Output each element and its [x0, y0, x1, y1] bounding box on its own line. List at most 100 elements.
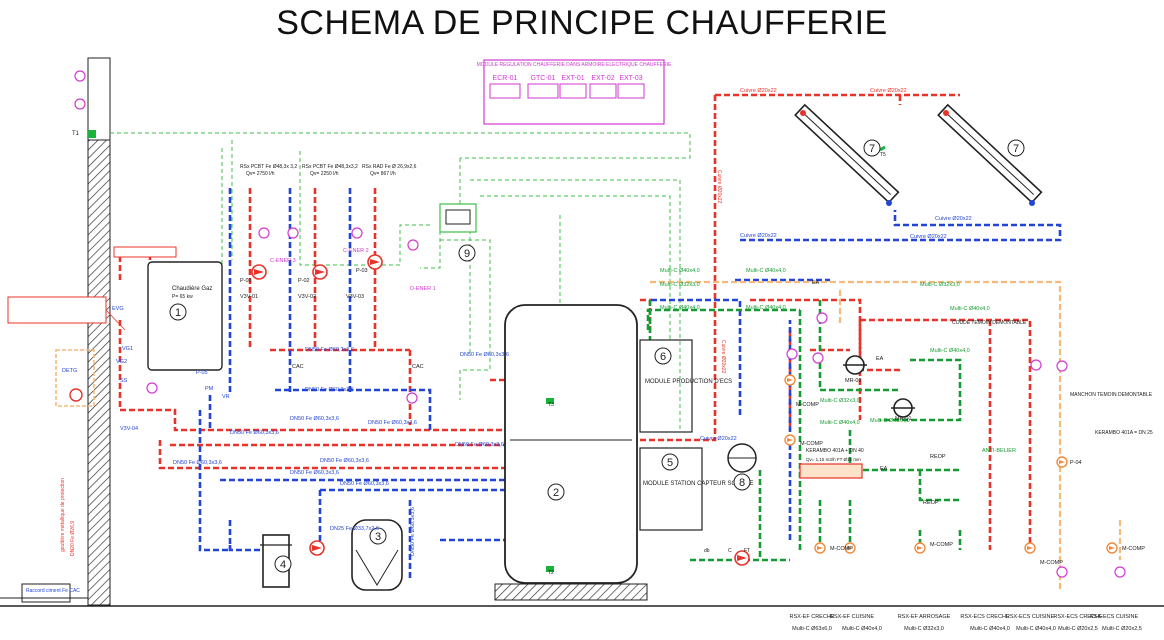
label-reop: REOP	[930, 454, 946, 460]
label-vg2: VG2	[116, 359, 127, 365]
label-vg1: VG1	[122, 346, 133, 352]
label-dn50_a: DN50 Fe Ø60,3x3,6	[305, 347, 354, 353]
label-out5a: RSX-ECS CUISINE	[1006, 614, 1055, 620]
cold-water-pipes	[646, 300, 962, 562]
label-gaine: gouttière métallique de protection	[60, 478, 66, 552]
label-kerambo2: KERAMBO 401A = DN 25	[1095, 430, 1153, 436]
label-kerambo_sub: Qv= 1,15 m3/h FT Ø15 mm	[806, 457, 861, 462]
label-rsx3: RSx RAD Fe Ø 26,9x2,6	[362, 164, 417, 170]
storage-tank	[494, 304, 648, 601]
ecs-production-module: MODULE PRODUCTION D'ECS	[639, 339, 732, 433]
detg-box	[55, 349, 95, 407]
label-out7a: RSX-ECS CUISINE	[1090, 614, 1139, 620]
sensors	[74, 70, 1126, 578]
label-v3v02: V3V-02	[298, 294, 316, 300]
marker-number: 6	[660, 351, 666, 363]
ecs-module-label: MODULE PRODUCTION D'ECS	[645, 379, 732, 385]
label-antibelier: ANTI-BELIER	[982, 448, 1016, 454]
label-multic4: Multi-C Ø40x4,0	[746, 305, 786, 311]
pump	[367, 254, 383, 270]
label-multic8: Multi-C Ø40x4,0	[950, 306, 990, 312]
label-db: db	[704, 548, 710, 554]
temperature-sensor	[1114, 566, 1126, 578]
label-rsx2: RSx PCBT Fe Ø48,3x3,2	[302, 164, 358, 170]
label-cuivre3: Cuivre Ø20x22	[935, 216, 972, 222]
label-t3: T3	[548, 402, 554, 408]
solar-station-module: MODULE STATION CAPTEUR SOLAIRE	[639, 447, 753, 531]
regulation-label: MODULE REGULATION CHAUFFERIE DANS ARMOIR…	[477, 62, 672, 68]
label-cuivre_v1: Cuivre Ø20x22	[716, 170, 722, 204]
equipment-marker-7: 7	[863, 139, 881, 157]
label-cuivre1: Cuivre Ø20x22	[740, 88, 777, 94]
label-v3v01: V3V-01	[240, 294, 258, 300]
regulation-module-ext-02: EXT-02	[589, 75, 617, 99]
mixing-valve	[891, 398, 915, 418]
pump	[914, 542, 926, 554]
label-multic5: Multi-C Ø40x4,0	[660, 305, 700, 311]
marker-number: 8	[739, 477, 745, 489]
temperature-sensor	[146, 382, 158, 394]
label-out3a: RSX-EF ARROSAGE	[898, 614, 951, 620]
pump	[814, 542, 826, 554]
label-cuivre2: Cuivre Ø20x22	[870, 88, 907, 94]
building-structure	[0, 57, 1164, 607]
label-mcomp: M-COMP	[800, 441, 823, 447]
label-multic6: Multi-C Ø32x3,0	[920, 282, 960, 288]
pump	[251, 264, 267, 280]
pump	[784, 434, 796, 446]
marker-number: 7	[1013, 143, 1019, 155]
pump	[784, 374, 796, 386]
equipment-marker-2: 2	[547, 483, 565, 501]
label-rsx3b: Qv= 867 l/h	[370, 171, 396, 177]
solar-collectors	[794, 103, 1043, 206]
pump	[1024, 542, 1036, 554]
label-dn50_c: DN50 Fe Ø60,3x3,6	[290, 416, 339, 422]
label-rsx1: RSx PCBT Fe Ø48,3x 3,2	[240, 164, 297, 170]
label-vr: VR	[222, 394, 230, 400]
label-v3v03: V3V-03	[346, 294, 364, 300]
equipment-marker-1: 1	[169, 303, 187, 321]
marker-number: 1	[175, 307, 181, 319]
label-dn20: DN20 Fe Ø26,9	[70, 521, 76, 556]
regulation-module-ext-03: EXT-03	[617, 75, 645, 99]
temperature-sensor	[407, 239, 419, 251]
label-v3v04: V3V-04	[120, 426, 138, 432]
label-p05: P-05	[196, 370, 208, 376]
label-dn50_i: DN50 Fe Ø60,3x3,6	[340, 481, 389, 487]
temperature-sensor	[1056, 360, 1068, 372]
marker-number: 5	[667, 457, 673, 469]
label-p04: P-04	[1070, 460, 1082, 466]
label-dn50_f: DN50 Fe Ø60,3x3,6	[173, 460, 222, 466]
label-multic9: Multi-C Ø40x4,0	[930, 348, 970, 354]
temperature-sensor	[812, 352, 824, 364]
boiler-name: Chaudière Gaz	[172, 286, 212, 292]
regulation-module-label: GTC-01	[531, 75, 556, 82]
label-sol: Raccord ciment Fe CAC	[26, 588, 80, 594]
regulation-module-label: ECR-01	[493, 75, 518, 82]
label-dn50_g: DN50 Fe Ø60,3x3,6	[320, 458, 369, 464]
label-t2: T2	[548, 570, 554, 576]
label-pm: PM	[205, 386, 214, 392]
equipment-marker-9: 9	[458, 244, 476, 262]
label-out6b: Multi-C Ø20x2,5	[1058, 626, 1098, 632]
label-dener1: D-ENER 1	[410, 286, 436, 292]
label-mcomp: M-COMP	[930, 542, 953, 548]
marker-number: 2	[553, 487, 559, 499]
label-out6a: RSX-ECS CRECHE	[1053, 614, 1103, 620]
temperature-sensor	[1030, 359, 1042, 371]
label-cuivre6: Cuivre Ø20x22	[700, 436, 737, 442]
label-cac: CAC	[412, 364, 424, 370]
label-out7b: Multi-C Ø20x2,5	[1102, 626, 1142, 632]
label-multic2: Multi-C Ø32x3,0	[660, 282, 700, 288]
regulation-module: MODULE REGULATION CHAUFFERIE DANS ARMOIR…	[477, 59, 672, 125]
mixing-valve	[843, 355, 867, 375]
label-mcomp: M-COMP	[830, 546, 853, 552]
label-ft: FT	[744, 548, 750, 554]
pipe-labels: T1DN32 FE Ø42,4x 2,8Volume tampon : 10 l…	[10, 88, 1153, 632]
label-ss: SS	[120, 378, 128, 384]
label-cener2: C-ENER 2	[343, 248, 369, 254]
temperature-sensor	[816, 312, 828, 324]
label-ea: EA	[876, 356, 884, 362]
